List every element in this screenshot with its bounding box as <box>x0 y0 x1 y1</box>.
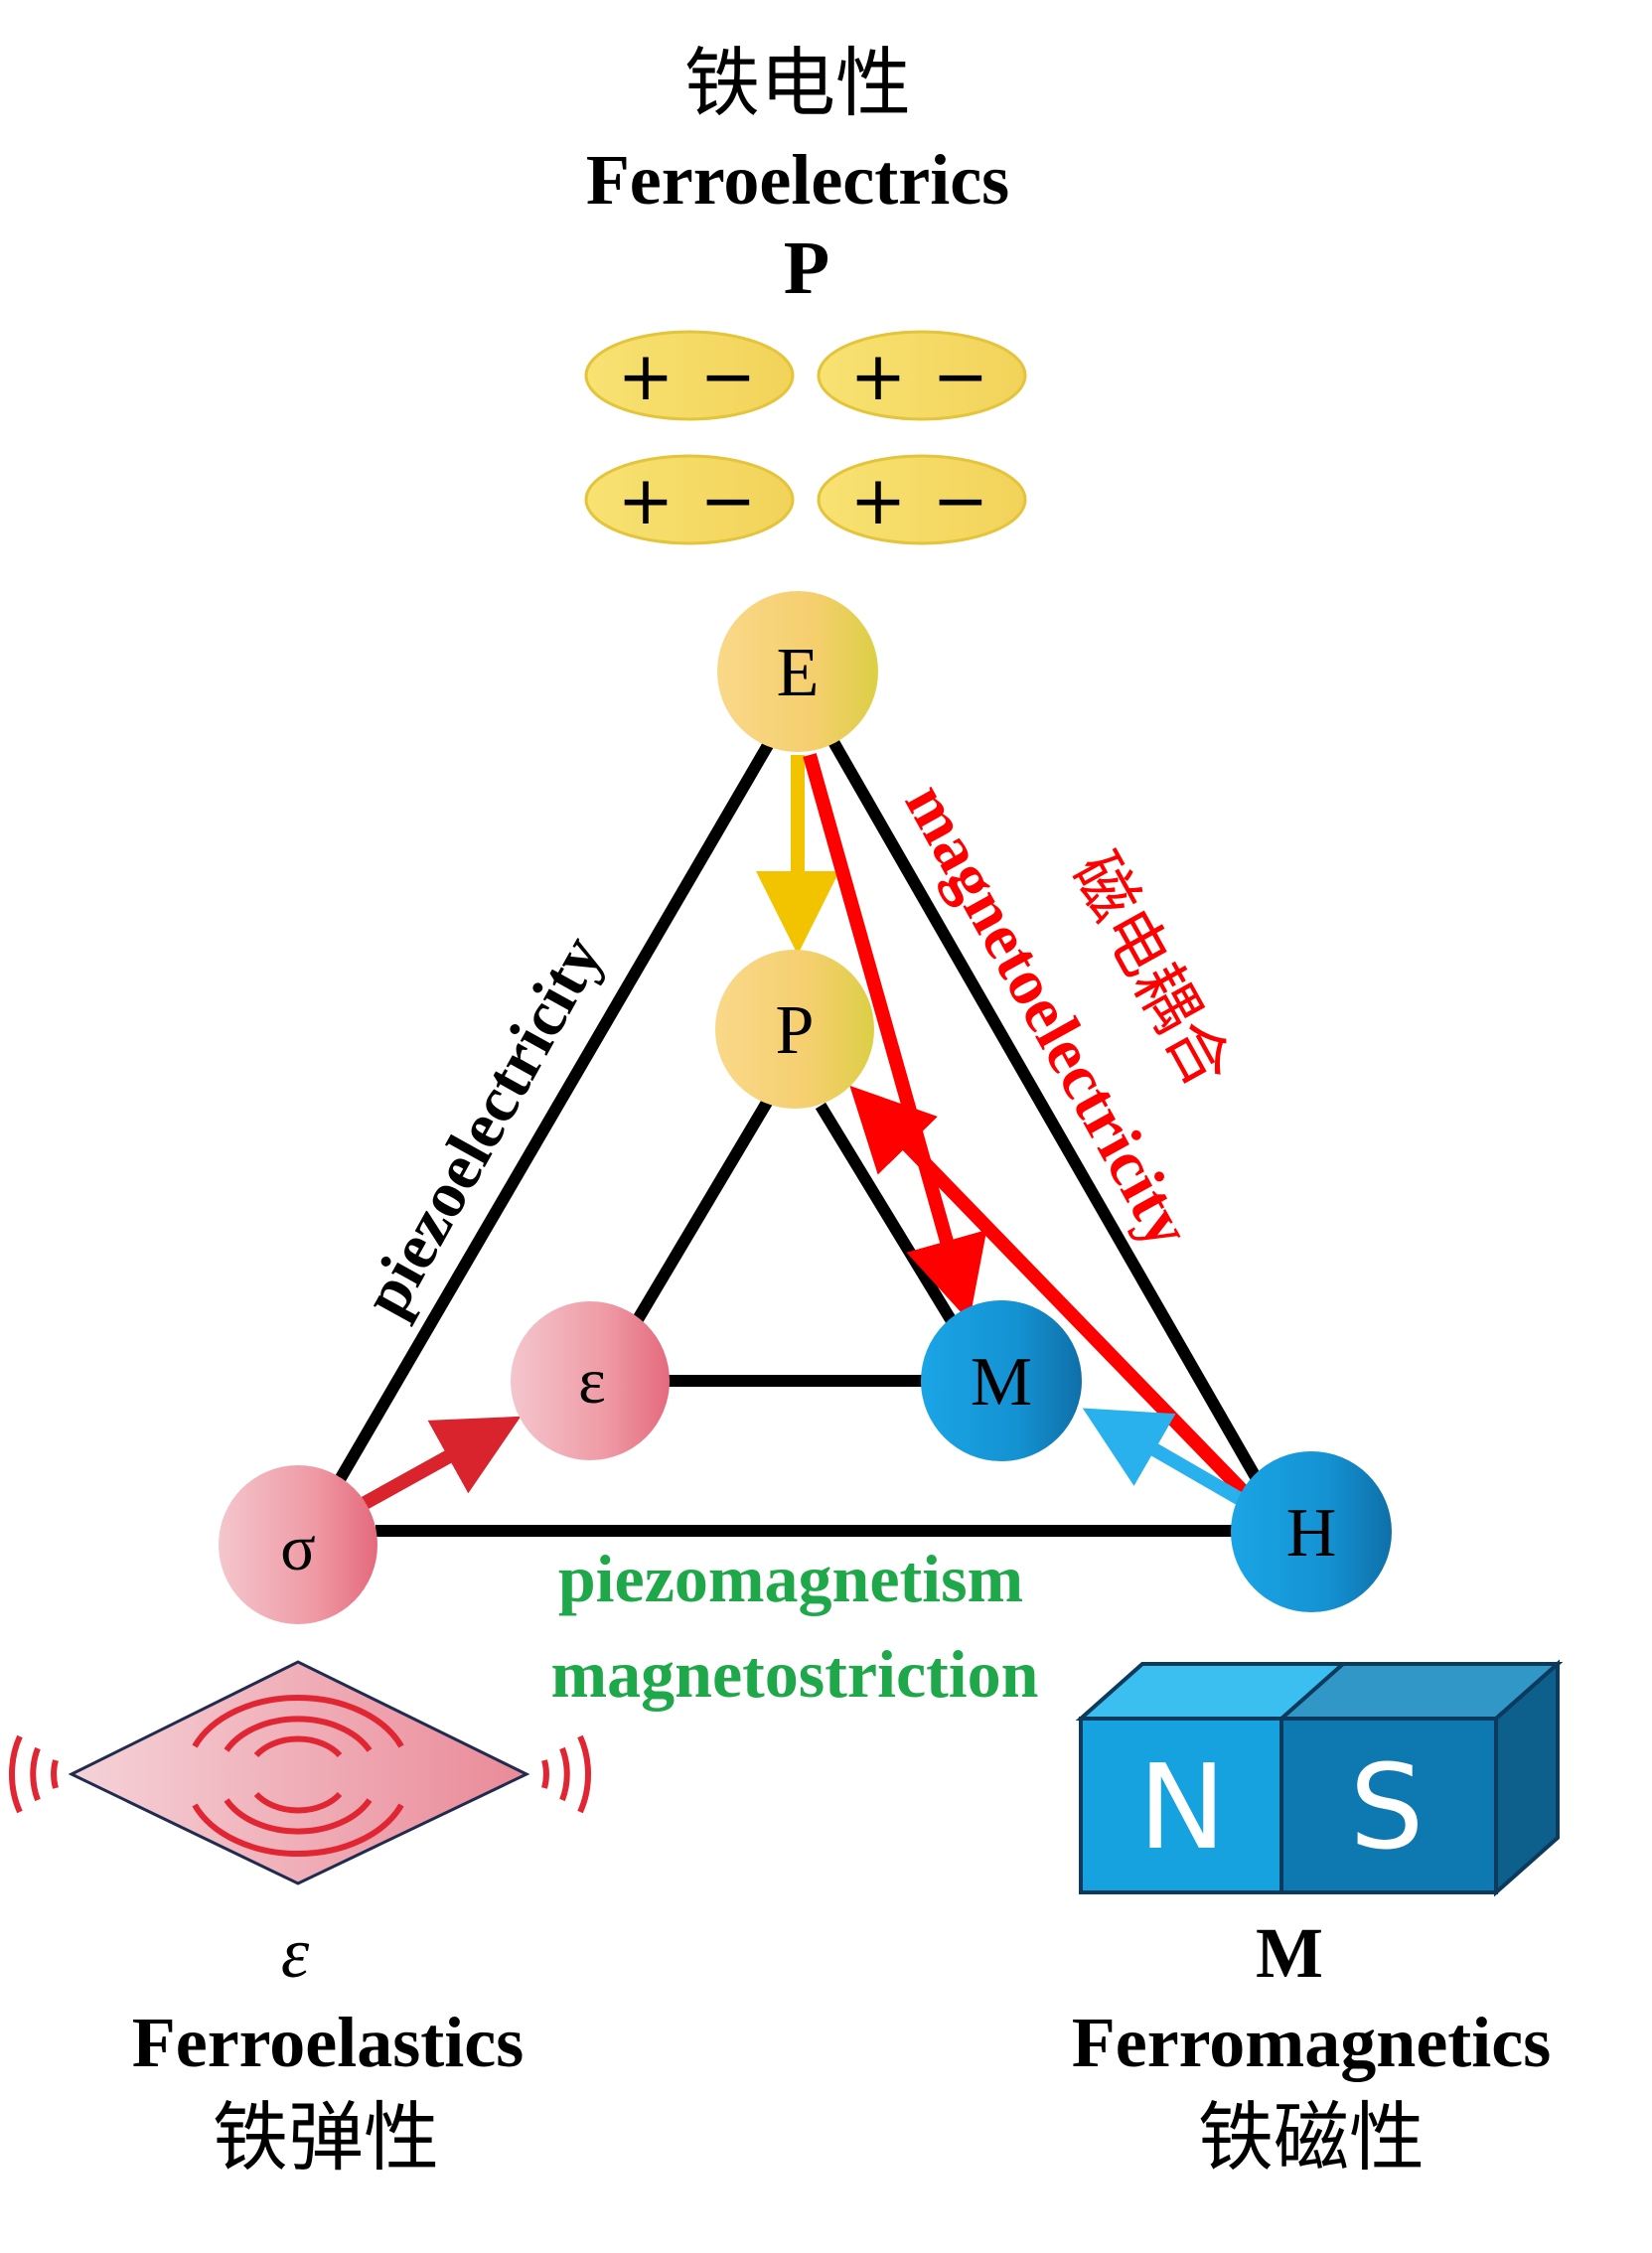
node-E: E <box>717 591 878 752</box>
edge-P-epsilon <box>628 1092 777 1330</box>
magnet-n-label: N <box>1138 1738 1226 1876</box>
outer-triangle <box>325 736 1266 1537</box>
ferroelectrics-title-en: Ferroelectrics <box>586 140 1009 220</box>
arrow-H-to-M <box>1082 1408 1246 1507</box>
piezoelectricity-label: piezoelectricity <box>349 924 617 1328</box>
edge-E-H <box>826 737 1266 1487</box>
ferroelectrics-title-cn: 铁电性 <box>684 39 911 127</box>
ferromagnetics-symbol: M <box>1256 1913 1323 1993</box>
arrow-E-to-M <box>803 753 987 1322</box>
magnet-s-label: S <box>1350 1738 1425 1876</box>
dipole-plus: + <box>850 338 907 416</box>
ferroelastics-symbol: ε <box>281 1913 310 1993</box>
arrow-sigma-to-epsilon <box>356 1416 522 1513</box>
bar-magnet-icon: N S <box>1075 1659 1564 1897</box>
node-H: H <box>1231 1451 1392 1612</box>
node-P: P <box>715 950 874 1109</box>
dipole-plus: + <box>618 338 675 416</box>
edge-E-sigma <box>325 736 777 1499</box>
node-epsilon-label: ε <box>578 1345 606 1418</box>
node-P-label: P <box>776 992 815 1069</box>
node-sigma: σ <box>219 1465 377 1624</box>
node-M-label: M <box>971 1344 1032 1421</box>
dipole-ellipse: + − <box>817 330 1027 421</box>
ferromagnetics-title-en: Ferromagnetics <box>1072 2003 1551 2082</box>
node-sigma-label: σ <box>280 1512 316 1584</box>
node-epsilon: ε <box>511 1301 670 1460</box>
dipole-plus: + <box>850 462 907 540</box>
dipole-minus: − <box>933 338 989 416</box>
dipole-minus: − <box>700 462 757 540</box>
ferroelastics-title-en: Ferroelastics <box>132 2003 525 2082</box>
dipole-group: + − + − + − + − <box>584 330 1027 545</box>
dipole-minus: − <box>700 338 757 416</box>
dipole-plus: + <box>618 462 675 540</box>
ferromagnetics-title-cn: 铁磁性 <box>1198 2093 1425 2181</box>
node-E-label: E <box>777 635 820 711</box>
dipole-ellipse: + − <box>584 330 795 421</box>
node-M: M <box>921 1300 1082 1461</box>
arrow-H-to-P <box>849 1085 1253 1500</box>
node-H-label: H <box>1286 1495 1337 1572</box>
piezomagnetism-label: piezomagnetism <box>558 1541 1023 1616</box>
dipole-ellipse: + − <box>817 454 1027 545</box>
ferroelectrics-symbol: P <box>784 226 829 310</box>
dipole-minus: − <box>933 462 989 540</box>
vibration-diamond-icon <box>8 1660 592 1885</box>
magnetostriction-label: magnetostriction <box>550 1636 1038 1712</box>
dipole-ellipse: + − <box>584 454 795 545</box>
ferroelastics-title-cn: 铁弹性 <box>213 2093 439 2181</box>
